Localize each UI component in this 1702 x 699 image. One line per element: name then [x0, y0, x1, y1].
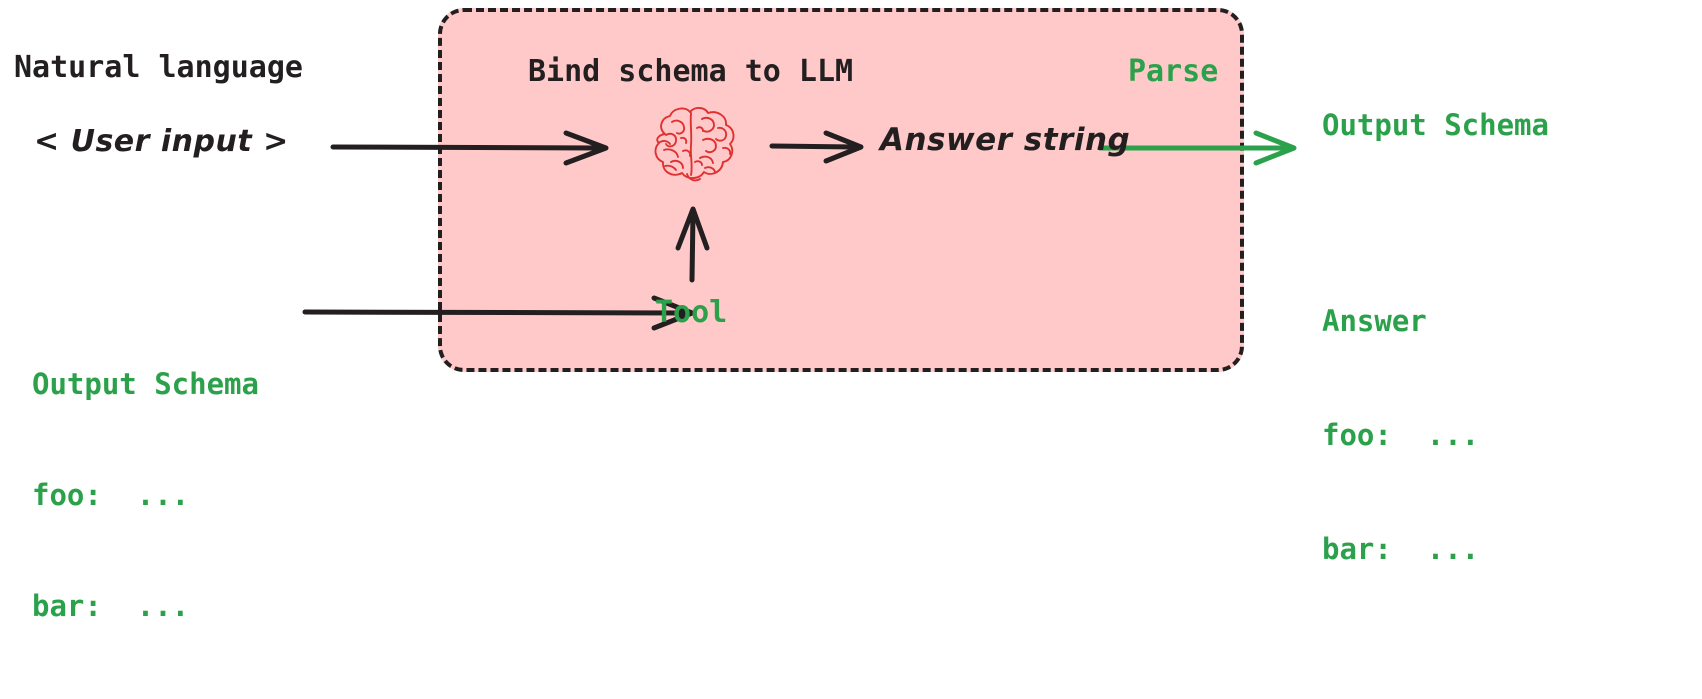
tool-label: Tool: [655, 295, 728, 330]
right-output-schema-line-foo: foo: ...: [1322, 418, 1480, 452]
left-output-schema: Output Schema foo: ... bar: ...: [32, 292, 259, 699]
left-output-schema-line-bar: bar: ...: [32, 589, 190, 623]
diagram-canvas: Natural language < User input > Bind sch…: [14, 8, 1549, 623]
schema-spacer: [1322, 220, 1549, 226]
natural-language-heading: Natural language: [14, 50, 303, 85]
right-output-schema-line-answer: Answer: [1322, 304, 1427, 338]
parse-label: Parse: [1128, 54, 1219, 89]
right-output-schema: Output Schema Answer foo: ... bar: ...: [1322, 30, 1549, 644]
left-output-schema-line-foo: foo: ...: [32, 478, 190, 512]
right-output-schema-line-bar: bar: ...: [1322, 532, 1480, 566]
right-output-schema-title: Output Schema: [1322, 108, 1549, 142]
user-input-label: < User input >: [34, 124, 289, 159]
brain-icon: [645, 104, 745, 188]
bind-schema-label: Bind schema to LLM: [528, 54, 854, 89]
answer-string-label: Answer string: [880, 122, 1131, 158]
left-output-schema-title: Output Schema: [32, 367, 259, 401]
